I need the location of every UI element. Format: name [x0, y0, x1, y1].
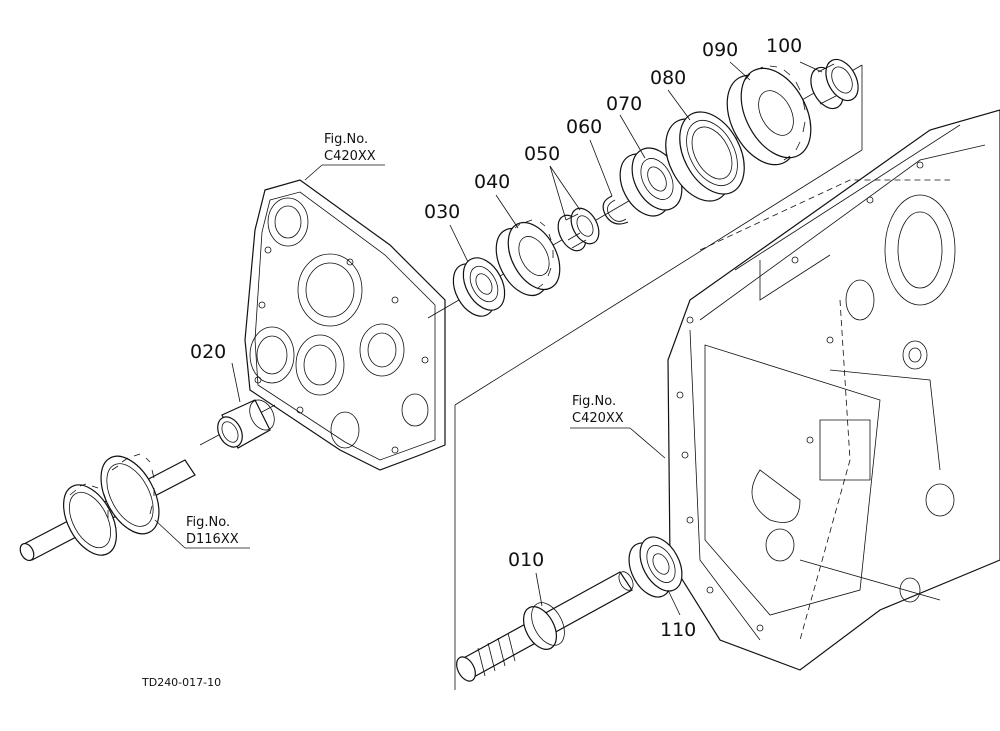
fig-ref-top-line2: C420XX: [324, 149, 376, 164]
figure-ref-right: Fig.No. C420XX: [572, 394, 624, 426]
fig-ref-top-line1: Fig.No.: [324, 132, 368, 147]
part-040-gear: [495, 219, 561, 297]
label-110: 110: [660, 619, 696, 641]
part-labels: 020 030 040 050 060 070 080 090 100 010 …: [190, 35, 802, 641]
label-040: 040: [474, 171, 510, 193]
part-010-shaft: [456, 571, 634, 682]
part-090-gear: [726, 65, 812, 166]
label-080: 080: [650, 67, 686, 89]
fig-ref-left-line1: Fig.No.: [186, 515, 230, 530]
fig-ref-right-line2: C420XX: [572, 411, 624, 426]
part-060-snap-ring: [602, 195, 629, 225]
label-050: 050: [524, 143, 560, 165]
transmission-housing: [667, 109, 1000, 671]
figure-ref-top: Fig.No. C420XX: [324, 132, 376, 164]
leader-lines: [154, 61, 823, 616]
part-110-bearing: [628, 536, 683, 598]
drawing-id: TD240-017-10: [141, 676, 221, 689]
part-080-sleeve: [665, 111, 745, 202]
left-gear-shaft: [19, 453, 196, 562]
part-050-needle-bearing: [557, 207, 600, 252]
label-060: 060: [566, 116, 602, 138]
label-010: 010: [508, 549, 544, 571]
fig-ref-right-line1: Fig.No.: [572, 394, 616, 409]
label-090: 090: [702, 39, 738, 61]
label-030: 030: [424, 201, 460, 223]
part-020-bushing: [217, 399, 275, 449]
part-030-bearing: [452, 257, 506, 317]
label-100: 100: [766, 35, 802, 57]
label-020: 020: [190, 341, 226, 363]
cover-plate: [244, 179, 446, 471]
figure-ref-left: Fig.No. D116XX: [186, 515, 239, 547]
part-100-needle-bearing: [810, 58, 859, 110]
fig-ref-left-line2: D116XX: [186, 532, 239, 547]
label-070: 070: [606, 93, 642, 115]
